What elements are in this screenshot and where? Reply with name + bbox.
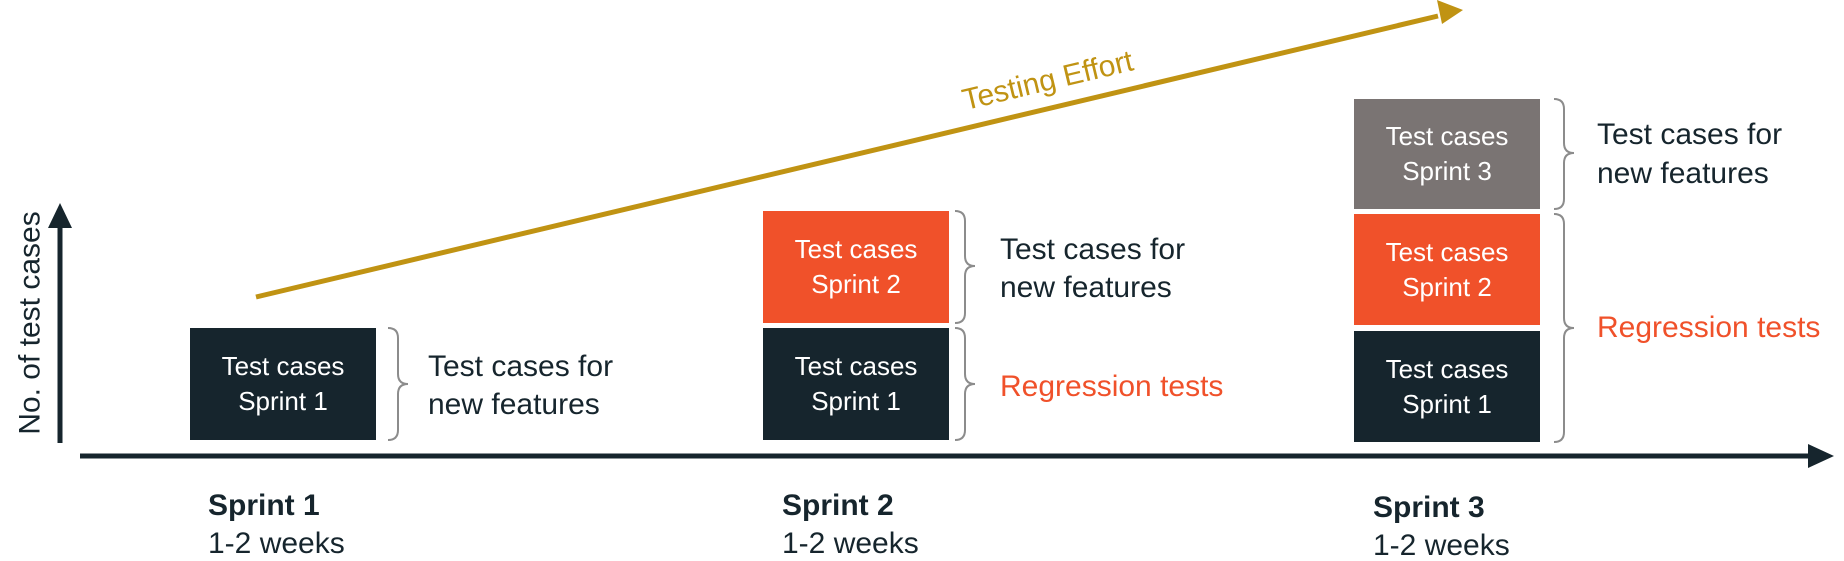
- box-label-line2: Sprint 2: [1402, 272, 1492, 302]
- test-cases-box-sprint-2: [763, 211, 949, 323]
- effort-arrow-line: [255, 13, 1439, 300]
- test-cases-box-sprint-1: [763, 328, 949, 440]
- brace-new-features: [1553, 98, 1575, 210]
- box-label-line1: Test cases: [1386, 354, 1509, 384]
- box-label-line2: Sprint 3: [1402, 156, 1492, 186]
- new-features-label-line2: new features: [428, 388, 600, 421]
- new-features-label-line1: Test cases for: [428, 350, 613, 383]
- box-label-line1: Test cases: [1386, 121, 1509, 151]
- test-cases-box-sprint-1: [190, 328, 376, 440]
- new-features-label-line1: Test cases for: [1000, 233, 1185, 266]
- y-axis: No. of test cases: [14, 203, 72, 443]
- brace-new-features: [954, 210, 976, 324]
- test-cases-box-sprint-1: [1354, 331, 1540, 442]
- test-cases-box-sprint-2: [1354, 214, 1540, 325]
- box-label-line1: Test cases: [222, 351, 345, 381]
- box-label-line2: Sprint 1: [1402, 389, 1492, 419]
- sprint-1-duration: 1-2 weeks: [208, 527, 345, 560]
- x-axis-arrowhead: [1808, 444, 1834, 468]
- box-label-line1: Test cases: [795, 234, 918, 264]
- sprint-2-duration: 1-2 weeks: [782, 527, 919, 560]
- brace-regression: [1553, 213, 1575, 443]
- regression-tests-label: Regression tests: [1597, 311, 1820, 344]
- y-axis-arrowhead: [48, 203, 72, 228]
- sprint-2-column: Test cases Sprint 2 Test cases Sprint 1 …: [763, 210, 1223, 560]
- box-label-line2: Sprint 1: [811, 386, 901, 416]
- test-cases-box-sprint-3: [1354, 99, 1540, 209]
- x-axis: [80, 444, 1834, 468]
- brace-new-features: [387, 327, 409, 441]
- y-axis-label: No. of test cases: [14, 211, 47, 434]
- new-features-label-line2: new features: [1597, 157, 1769, 190]
- sprint-1-column: Test cases Sprint 1 Test cases for new f…: [190, 327, 613, 560]
- brace-regression: [954, 327, 976, 441]
- box-label-line1: Test cases: [1386, 237, 1509, 267]
- sprint-3-title: Sprint 3: [1373, 491, 1485, 524]
- regression-tests-label: Regression tests: [1000, 370, 1223, 403]
- box-label-line1: Test cases: [795, 351, 918, 381]
- sprint-1-title: Sprint 1: [208, 489, 320, 522]
- new-features-label-line2: new features: [1000, 271, 1172, 304]
- sprint-3-column: Test cases Sprint 3 Test cases Sprint 2 …: [1354, 98, 1820, 561]
- sprint-3-duration: 1-2 weeks: [1373, 529, 1510, 561]
- sprint-2-title: Sprint 2: [782, 489, 894, 522]
- new-features-label-line1: Test cases for: [1597, 118, 1782, 151]
- effort-arrowhead: [1437, 0, 1463, 24]
- box-label-line2: Sprint 2: [811, 269, 901, 299]
- box-label-line2: Sprint 1: [238, 386, 328, 416]
